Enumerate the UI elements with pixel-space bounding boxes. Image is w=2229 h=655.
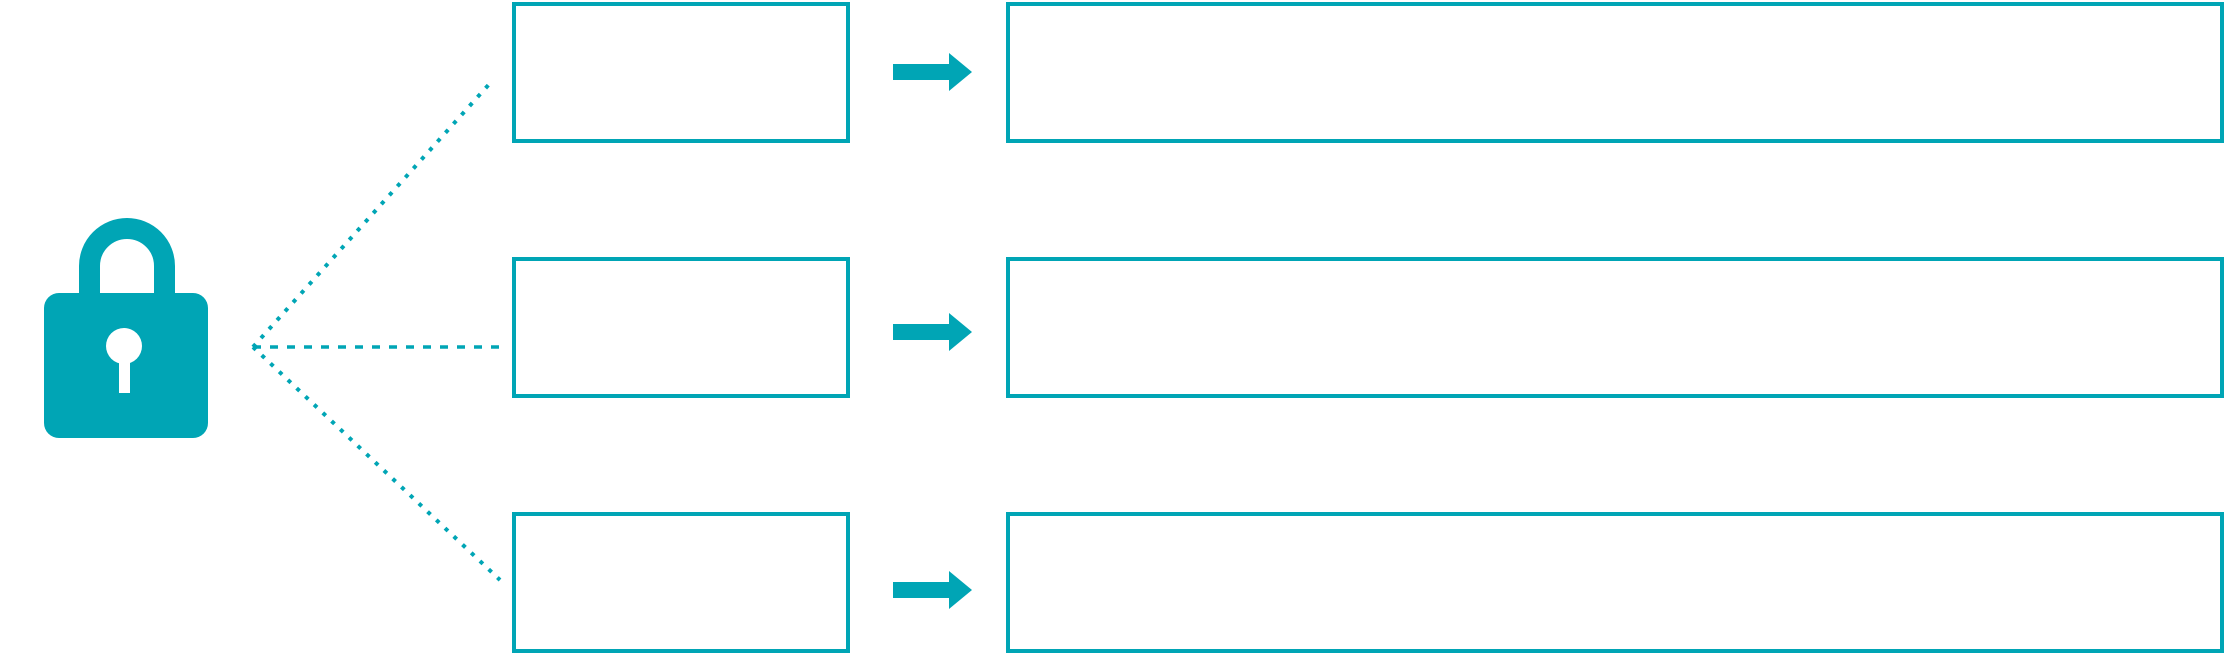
detail-panel-2: [1006, 257, 2224, 398]
detail-panel-1: [1006, 2, 2224, 143]
item-box-1: [512, 2, 850, 143]
item-box-3: [512, 512, 850, 653]
diagram-row-1: [0, 2, 2229, 143]
arrow-right-icon: [893, 571, 972, 609]
lock-icon: [44, 218, 208, 438]
diagram-row-3: [0, 512, 2229, 653]
lock-shackle: [79, 218, 175, 306]
item-box-2: [512, 257, 850, 398]
lock-keyhole: [106, 328, 142, 364]
arrow-right-icon: [893, 53, 972, 91]
lock-keyhole-stem: [119, 358, 130, 393]
diagram-row-2: [0, 257, 2229, 398]
detail-panel-3: [1006, 512, 2224, 653]
arrow-right-icon: [893, 313, 972, 351]
connector-line-bottom: [251, 345, 502, 582]
